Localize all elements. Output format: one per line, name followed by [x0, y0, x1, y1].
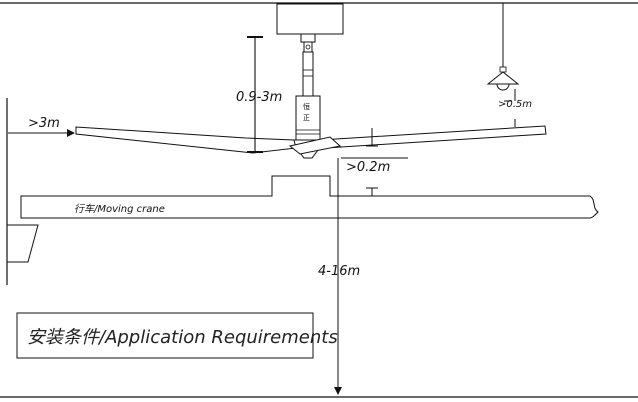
fan-blade-left	[75, 126, 297, 154]
title-box	[16, 312, 314, 359]
crane-label: 行车/Moving crane	[74, 203, 165, 215]
light-clearance-label: >0.5m	[498, 99, 532, 110]
wall-bracket	[7, 224, 39, 263]
fan-mount-bracket	[300, 33, 316, 53]
mount-height-label: 4-16m	[318, 264, 360, 279]
title: 安装条件/Application Requirements	[27, 327, 338, 348]
fan-ceiling-box	[276, 3, 344, 35]
drop-height-dimension	[247, 36, 263, 153]
moving-crane	[20, 175, 599, 219]
fan-blade-right	[319, 125, 547, 149]
light-clearance-dimension	[504, 89, 516, 127]
drop-height-label: 0.9-3m	[236, 90, 282, 105]
crane-clearance-label: >0.2m	[346, 160, 390, 175]
fan-logo-line2: 正	[303, 114, 310, 122]
fan-blade-front	[288, 136, 342, 155]
fan-logo-line1: 恒	[303, 102, 310, 111]
wall-clearance-label: >3m	[28, 116, 60, 131]
ceiling-light	[486, 3, 520, 91]
